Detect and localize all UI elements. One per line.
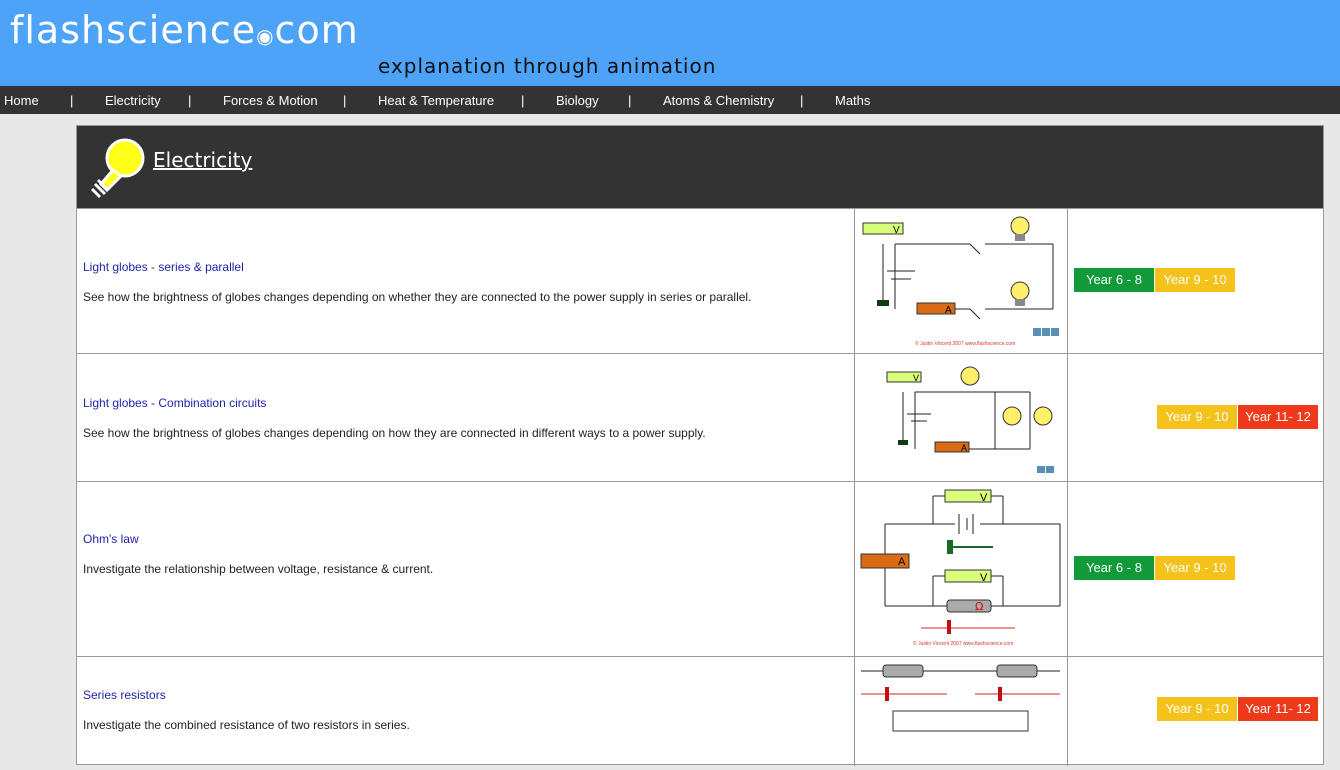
table-row: Series resistors Investigate the combine…: [77, 656, 1323, 766]
voltmeter-label: V: [980, 572, 988, 584]
diagram-copyright: © Justin Vincent 2007 www.flashscience.c…: [915, 340, 1015, 347]
site-header: flashscience◉com explanation through ani…: [0, 0, 1340, 86]
section-header: Electricity: [77, 126, 1323, 208]
year-badge-9-10[interactable]: Year 9 - 10: [1157, 405, 1237, 429]
row-thumbnail[interactable]: V A: [855, 354, 1068, 481]
circuit-thumbnail-series-parallel: V A: [862, 216, 1059, 347]
nav-separator: |: [188, 93, 192, 108]
voltmeter-label: V: [913, 373, 919, 383]
nav-heat-temperature[interactable]: Heat & Temperature: [378, 93, 495, 108]
nav-separator: |: [521, 93, 525, 108]
ammeter-label: A: [961, 443, 967, 453]
circuit-thumbnail-series-resistors: [861, 664, 1060, 732]
row-text-cell: Ohm's law Investigate the relationship b…: [77, 482, 855, 656]
year-levels-cell: Year 6 - 8 Year 9 - 10: [1068, 482, 1323, 656]
row-title-link[interactable]: Light globes - Combination circuits: [83, 396, 267, 410]
ohm-label: Ω: [975, 600, 983, 613]
nav-separator: |: [800, 93, 804, 108]
year-levels-cell: Year 9 - 10 Year 11- 12: [1068, 354, 1323, 481]
nav-biology[interactable]: Biology: [556, 93, 599, 108]
year-badge-9-10[interactable]: Year 9 - 10: [1155, 268, 1235, 292]
row-thumbnail[interactable]: V A: [855, 209, 1068, 353]
nav-atoms-chemistry[interactable]: Atoms & Chemistry: [663, 93, 775, 108]
year-badge-11-12[interactable]: Year 11- 12: [1238, 405, 1318, 429]
row-thumbnail[interactable]: V A V: [855, 482, 1068, 656]
row-title-link[interactable]: Light globes - series & parallel: [83, 260, 244, 274]
site-tagline: explanation through animation: [378, 54, 717, 78]
nav-forces-motion[interactable]: Forces & Motion: [223, 93, 318, 108]
row-text-cell: Light globes - series & parallel See how…: [77, 209, 855, 353]
table-row: Light globes - series & parallel See how…: [77, 208, 1323, 353]
logo-dot: ◉: [256, 24, 275, 48]
year-badge-9-10[interactable]: Year 9 - 10: [1155, 556, 1235, 580]
nav-separator: |: [70, 93, 74, 108]
nav-maths[interactable]: Maths: [835, 93, 871, 108]
table-row: Ohm's law Investigate the relationship b…: [77, 481, 1323, 656]
row-thumbnail[interactable]: [855, 657, 1068, 766]
main-nav: Home | Electricity | Forces & Motion | H…: [0, 86, 1340, 114]
ammeter-label: A: [898, 556, 906, 568]
circuit-thumbnail-combination: V A: [886, 366, 1054, 473]
logo-tld: com: [274, 8, 359, 52]
row-title-link[interactable]: Series resistors: [83, 688, 166, 702]
logo-main: flashscience: [10, 8, 257, 52]
nav-electricity[interactable]: Electricity: [105, 93, 161, 108]
site-logo[interactable]: flashscience◉com: [10, 8, 359, 52]
ammeter-label: A: [945, 305, 952, 316]
row-description: Investigate the combined resistance of t…: [83, 718, 410, 732]
year-badge-11-12[interactable]: Year 11- 12: [1238, 697, 1318, 721]
row-description: See how the brightness of globes changes…: [83, 290, 752, 304]
year-levels-cell: Year 9 - 10 Year 11- 12: [1068, 657, 1323, 766]
row-description: Investigate the relationship between vol…: [83, 562, 434, 576]
row-title-link[interactable]: Ohm's law: [83, 532, 139, 546]
nav-home[interactable]: Home: [4, 93, 39, 108]
light-bulb-icon: [90, 138, 145, 199]
voltmeter-label: V: [980, 492, 988, 504]
nav-separator: |: [628, 93, 632, 108]
table-row: Light globes - Combination circuits See …: [77, 353, 1323, 481]
year-levels-cell: Year 6 - 8 Year 9 - 10: [1068, 209, 1323, 353]
nav-separator: |: [343, 93, 347, 108]
voltmeter-label: V: [893, 225, 900, 236]
section-title-electricity[interactable]: Electricity: [153, 148, 253, 172]
year-badge-9-10[interactable]: Year 9 - 10: [1157, 697, 1237, 721]
row-description: See how the brightness of globes changes…: [83, 426, 706, 440]
row-text-cell: Light globes - Combination circuits See …: [77, 354, 855, 481]
year-badge-6-8[interactable]: Year 6 - 8: [1074, 556, 1154, 580]
circuit-thumbnail-ohms-law: V A V: [860, 489, 1061, 647]
row-text-cell: Series resistors Investigate the combine…: [77, 657, 855, 766]
year-badge-6-8[interactable]: Year 6 - 8: [1074, 268, 1154, 292]
diagram-copyright: © Justin Vincent 2007 www.flashscience.c…: [913, 640, 1013, 647]
content-panel: Electricity Light globes - series & para…: [76, 125, 1324, 766]
